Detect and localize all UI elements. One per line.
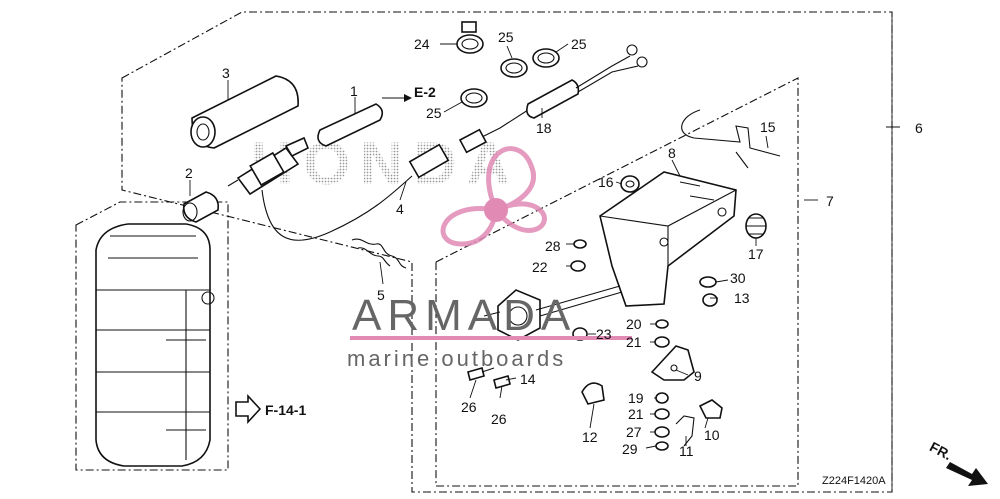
callout-22[interactable]: 22 (532, 259, 548, 275)
callout-24[interactable]: 24 (414, 36, 430, 52)
fuel-tank-drawing (95, 223, 215, 467)
callout-26a[interactable]: 26 (461, 399, 477, 415)
callout-18[interactable]: 18 (536, 120, 552, 136)
callout-23[interactable]: 23 (596, 326, 612, 342)
watermark-underline (350, 336, 632, 340)
callout-8[interactable]: 8 (668, 145, 676, 161)
propeller-hub-icon (484, 198, 508, 222)
arrow-right-icon (235, 393, 262, 425)
part-8-bracket-drawing (599, 171, 737, 307)
callout-1[interactable]: 1 (350, 83, 358, 99)
callout-13[interactable]: 13 (734, 290, 750, 306)
part-17-grommet-drawing (745, 213, 767, 239)
diagram-code: Z224F1420A (822, 475, 886, 487)
callout-6[interactable]: 6 (915, 120, 923, 136)
tagline-watermark: marine outboards (347, 346, 566, 371)
callout-7[interactable]: 7 (826, 193, 834, 209)
callout-27[interactable]: 27 (626, 424, 642, 440)
arrow-right-icon (382, 94, 412, 102)
part-3-hose-drawing (190, 75, 299, 149)
callout-25c[interactable]: 25 (426, 105, 442, 121)
part-16-grommet-drawing (620, 175, 640, 193)
callout-16[interactable]: 16 (598, 174, 614, 190)
part-18-harness-drawing (458, 44, 648, 154)
callout-5[interactable]: 5 (377, 287, 385, 303)
callout-2[interactable]: 2 (185, 165, 193, 181)
leader-lines (189, 12, 900, 492)
callout-19[interactable]: 19 (628, 390, 644, 406)
part-2-sleeve-drawing (182, 191, 220, 223)
part-15-wire-clip-drawing (681, 109, 781, 169)
callout-25b[interactable]: 25 (571, 36, 587, 52)
callout-29[interactable]: 29 (622, 441, 638, 457)
front-arrow-icon (946, 462, 988, 486)
part-4-valve-drawing (227, 136, 450, 241)
clamps-drawing (456, 21, 560, 108)
callout-12[interactable]: 12 (582, 429, 598, 445)
callout-30[interactable]: 30 (730, 270, 746, 286)
callout-21b[interactable]: 21 (628, 406, 644, 422)
part-5-clip-drawing (351, 238, 407, 269)
front-marker-label: FR. (927, 438, 954, 463)
armada-watermark: ARMADA (352, 291, 576, 340)
assembly-outlines (75, 11, 893, 493)
callout-21a[interactable]: 21 (626, 334, 642, 350)
callout-11[interactable]: 11 (679, 443, 694, 459)
reference-e-2[interactable]: E-2 (414, 84, 436, 100)
callout-17[interactable]: 17 (748, 246, 764, 262)
callout-26b[interactable]: 26 (491, 411, 507, 427)
propeller-logo-icon (440, 146, 547, 247)
callout-28[interactable]: 28 (545, 238, 561, 254)
part-14-sender-drawing (483, 285, 623, 341)
part-1-hose-drawing (317, 103, 384, 147)
callout-14[interactable]: 14 (520, 371, 536, 387)
callout-3[interactable]: 3 (222, 65, 230, 81)
callout-25a[interactable]: 25 (498, 29, 514, 45)
callouts: 1 2 3 4 5 6 7 8 9 10 11 12 13 14 15 16 1… (185, 29, 923, 459)
callout-15[interactable]: 15 (760, 119, 776, 135)
reference-f-14-1[interactable]: F-14-1 (265, 402, 306, 418)
callout-20[interactable]: 20 (626, 316, 642, 332)
callout-4[interactable]: 4 (396, 201, 404, 217)
callout-10[interactable]: 10 (704, 427, 720, 443)
callout-9[interactable]: 9 (694, 368, 702, 384)
